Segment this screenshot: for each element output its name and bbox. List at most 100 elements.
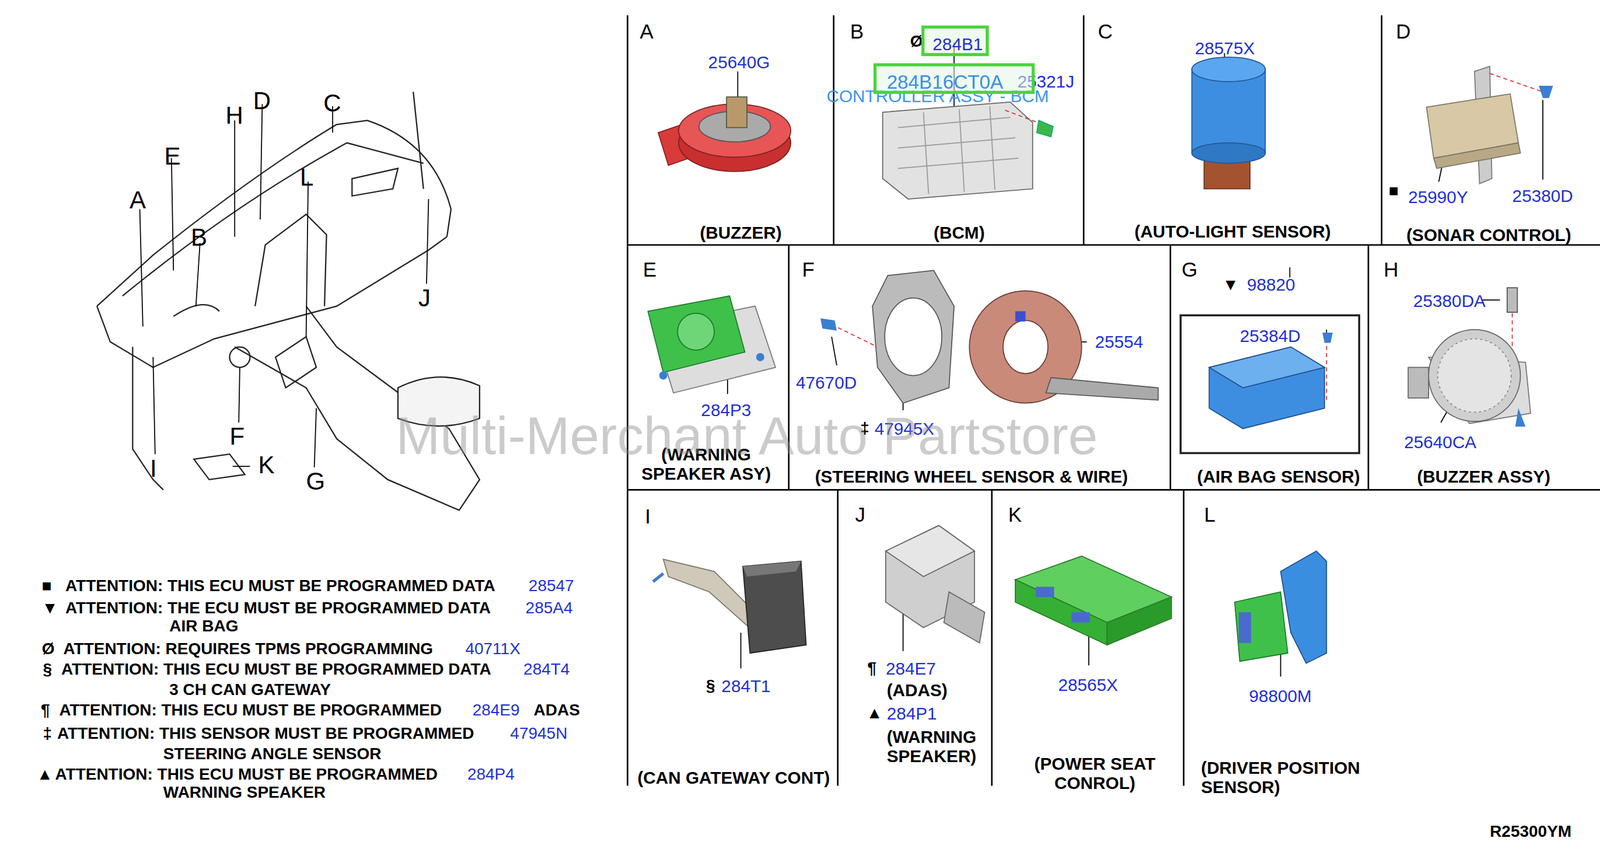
driver-position-sensor-part (1234, 550, 1327, 663)
callout-number: 28547 (528, 576, 575, 595)
location-letter: G (306, 468, 326, 495)
steering-sensor-part (820, 270, 1159, 403)
dashboard-drawing (229, 347, 250, 368)
air-bag-sensor-part (1322, 332, 1333, 343)
part-number: 25380DA (1413, 291, 1486, 312)
bcm-part (882, 102, 1033, 199)
panel-letter: E (643, 257, 657, 281)
panel-letter: G (1181, 257, 1198, 281)
note-symbol: ■ (1388, 181, 1399, 200)
leader-line (1088, 632, 1090, 666)
note-symbol: ▲ (36, 765, 54, 784)
power-seat-control-part (1071, 612, 1090, 623)
part-caption: (BCM) (857, 223, 1062, 243)
part-caption: (DRIVER POSITION SENSOR) (1200, 757, 1375, 797)
panel-letter: B (850, 20, 864, 43)
panel-grid (1367, 245, 1370, 491)
dashboard-drawing (96, 120, 452, 306)
panel-letter: C (1098, 20, 1113, 43)
can-gateway-part (652, 559, 806, 653)
location-letter: K (257, 452, 275, 479)
air-bag-sensor-part (1209, 347, 1325, 389)
watermark: Multi-Merchant Auto Partstore (396, 407, 1099, 463)
dashboard-drawing (413, 91, 424, 189)
part-panel: I§284T1(CAN GATEWAY CONT) (627, 489, 838, 786)
power-seat-control-part (1015, 556, 1172, 645)
dashboard-drawing (351, 168, 398, 197)
air-bag-sensor-part (1209, 332, 1333, 429)
panel-letter: L (1203, 502, 1215, 526)
leader-line (314, 407, 317, 467)
air-bag-sensor-part (1325, 339, 1327, 404)
panel-grid (627, 15, 1600, 786)
steering-sensor-part (1015, 311, 1026, 321)
dashboard-drawing (96, 236, 447, 368)
callout-number: 47945N (509, 724, 568, 743)
buzzer-assy-part (1428, 329, 1521, 422)
panel-letter: K (1008, 502, 1022, 526)
note-text: ADAS (533, 700, 581, 719)
buzzer-part (658, 96, 791, 172)
part-number: 284P3 (700, 400, 751, 421)
sonar-control-part (1433, 142, 1521, 169)
part-number: 284P1 (886, 704, 938, 724)
note-symbol: ■ (42, 576, 52, 595)
note-symbol: ¶ (867, 659, 877, 678)
location-letter: I (149, 455, 157, 482)
part-number: 25640CA (1403, 432, 1477, 452)
part-panel: L98800M(DRIVER POSITION SENSOR) (1183, 489, 1600, 786)
part-number: 47945X (874, 419, 935, 439)
warning-speaker-part (756, 353, 765, 362)
part-caption: (STEERING WHEEL SENSOR & WIRE) (782, 467, 1161, 487)
location-letter: E (164, 142, 181, 170)
part-panel: A25640G(BUZZER) (627, 15, 834, 245)
part-number: 98800M (1248, 686, 1312, 707)
part-panel: F47670D‡47945X25554(STEERING WHEEL SENSO… (788, 245, 1171, 491)
panel-grid (836, 489, 839, 786)
panel-grid (1182, 489, 1185, 786)
power-seat-control-part (1035, 587, 1054, 597)
part-panel: C28575X(AUTO-LIGHT SENSOR) (1083, 15, 1382, 245)
dashboard-drawing (122, 142, 424, 296)
buzzer-part (726, 96, 747, 128)
part-panel: G▼98820(AIR BAG SENSOR)25384D (1170, 245, 1369, 491)
note-text: ATTENTION: THIS ECU MUST BE PROGRAMMED (58, 700, 442, 719)
buzzer-assy-part (1437, 339, 1512, 413)
steering-sensor-part (884, 298, 942, 376)
note-symbol: ¶ (40, 700, 51, 719)
callout-number: 284T4 (523, 659, 570, 679)
note-text: ATTENTION: THE ECU MUST BE PROGRAMMED DA… (65, 598, 491, 617)
note-text: R25300YM (1489, 822, 1572, 841)
callout-number: 285A4 (525, 598, 574, 617)
warning-speaker-part (647, 295, 776, 393)
adas-part (885, 525, 975, 577)
location-letter: C (323, 89, 341, 117)
note-symbol: § (706, 676, 716, 695)
location-letter: L (299, 164, 314, 191)
panel-letter: F (801, 257, 815, 281)
highlight-box: 284B16CT0A (873, 63, 1035, 94)
leader-line (196, 242, 201, 306)
note-text: ATTENTION: THIS ECU MUST BE PROGRAMMED (54, 765, 438, 784)
steering-sensor-part (820, 318, 837, 331)
dashboard-drawing (397, 376, 480, 426)
location-letter: D (253, 87, 271, 114)
panel-grid (1380, 15, 1383, 245)
leader-line (1542, 99, 1544, 180)
note-text: WARNING SPEAKER (163, 783, 326, 802)
note-symbol: ‡ (860, 419, 870, 438)
callout-number: 40711X (465, 639, 520, 658)
bcm-part (898, 106, 1019, 194)
part-number: 284B16CT0A (886, 71, 1004, 93)
part-panel: K28565X(POWER SEAT CONROL) (991, 489, 1184, 786)
part-panel: BØ25321JCONTROLLER ASSY - BCM(BCM)284B12… (833, 15, 1084, 245)
panel-grid (990, 489, 993, 786)
part-number: 28565X (1057, 675, 1119, 695)
sonar-control-part (1426, 66, 1554, 184)
leader-line (238, 367, 240, 423)
detail-box: 25384D (1179, 314, 1361, 455)
buzzer-assy-part (1507, 287, 1518, 313)
panel-grid (1083, 15, 1085, 245)
panel-letter: A (639, 20, 653, 43)
location-letter: H (225, 102, 243, 129)
